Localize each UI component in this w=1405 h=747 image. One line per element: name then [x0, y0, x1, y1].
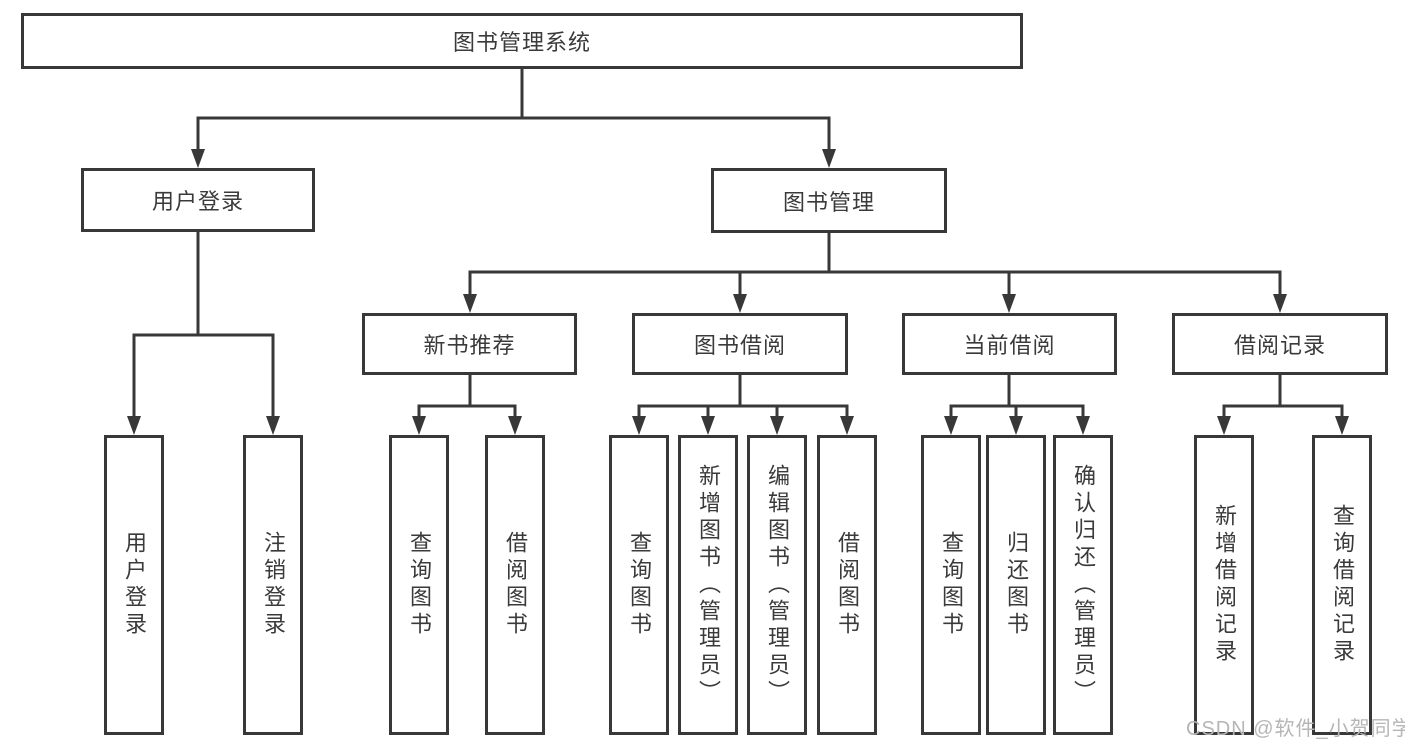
node-label: 新增借阅记录 [1212, 504, 1237, 666]
csdn-watermark: CSDN @软件_小贺同学 [1186, 718, 1405, 740]
node-label: 用户登录 [151, 189, 244, 214]
node-leaf-logout: 注销登录 [243, 435, 303, 735]
node-leaf-edit-books-admin: 编辑图书（管理员） [747, 435, 807, 735]
node-label: 查询图书 [939, 531, 964, 639]
node-label: 查询图书 [627, 531, 652, 639]
node-label: 查询图书 [407, 531, 432, 639]
node-label: 用户登录 [122, 531, 147, 639]
node-label: 新增图书（管理员） [696, 463, 721, 707]
node-label: 借阅记录 [1233, 333, 1326, 358]
node-label: 借阅图书 [503, 531, 528, 639]
node-label: 图书管理系统 [452, 30, 591, 55]
node-book-borrowing: 图书借阅 [632, 313, 848, 375]
node-label: 确认归还（管理员） [1071, 463, 1096, 707]
node-leaf-query-books-borrow: 查询图书 [609, 435, 669, 735]
arrowheads [127, 149, 1349, 435]
node-library-management-system: 图书管理系统 [21, 13, 1023, 69]
node-label: 归还图书 [1004, 531, 1029, 639]
node-new-book-recommendation: 新书推荐 [362, 313, 577, 375]
node-leaf-query-books-recommend: 查询图书 [389, 435, 449, 735]
node-book-management: 图书管理 [711, 168, 947, 233]
node-leaf-add-borrow-record: 新增借阅记录 [1194, 435, 1254, 735]
node-leaf-return-books: 归还图书 [986, 435, 1046, 735]
node-label: 编辑图书（管理员） [765, 463, 790, 707]
node-label: 查询借阅记录 [1330, 504, 1355, 666]
node-label: 注销登录 [261, 531, 286, 639]
node-label: 新书推荐 [423, 333, 516, 358]
node-leaf-borrow-books: 借阅图书 [817, 435, 877, 735]
node-leaf-borrow-books-recommend: 借阅图书 [485, 435, 545, 735]
node-borrowing-records: 借阅记录 [1172, 313, 1388, 375]
node-current-borrowing: 当前借阅 [902, 313, 1117, 375]
node-leaf-query-books-current: 查询图书 [921, 435, 981, 735]
node-leaf-query-borrow-record: 查询借阅记录 [1312, 435, 1372, 735]
node-user-login: 用户登录 [81, 168, 315, 232]
node-label: 图书管理 [782, 189, 875, 215]
node-label: 图书借阅 [693, 333, 786, 358]
node-leaf-add-books-admin: 新增图书（管理员） [678, 435, 738, 735]
node-label: 当前借阅 [963, 333, 1056, 358]
node-label: 借阅图书 [835, 531, 860, 639]
node-leaf-user-login: 用户登录 [104, 435, 164, 735]
node-leaf-confirm-return-admin: 确认归还（管理员） [1053, 435, 1113, 735]
